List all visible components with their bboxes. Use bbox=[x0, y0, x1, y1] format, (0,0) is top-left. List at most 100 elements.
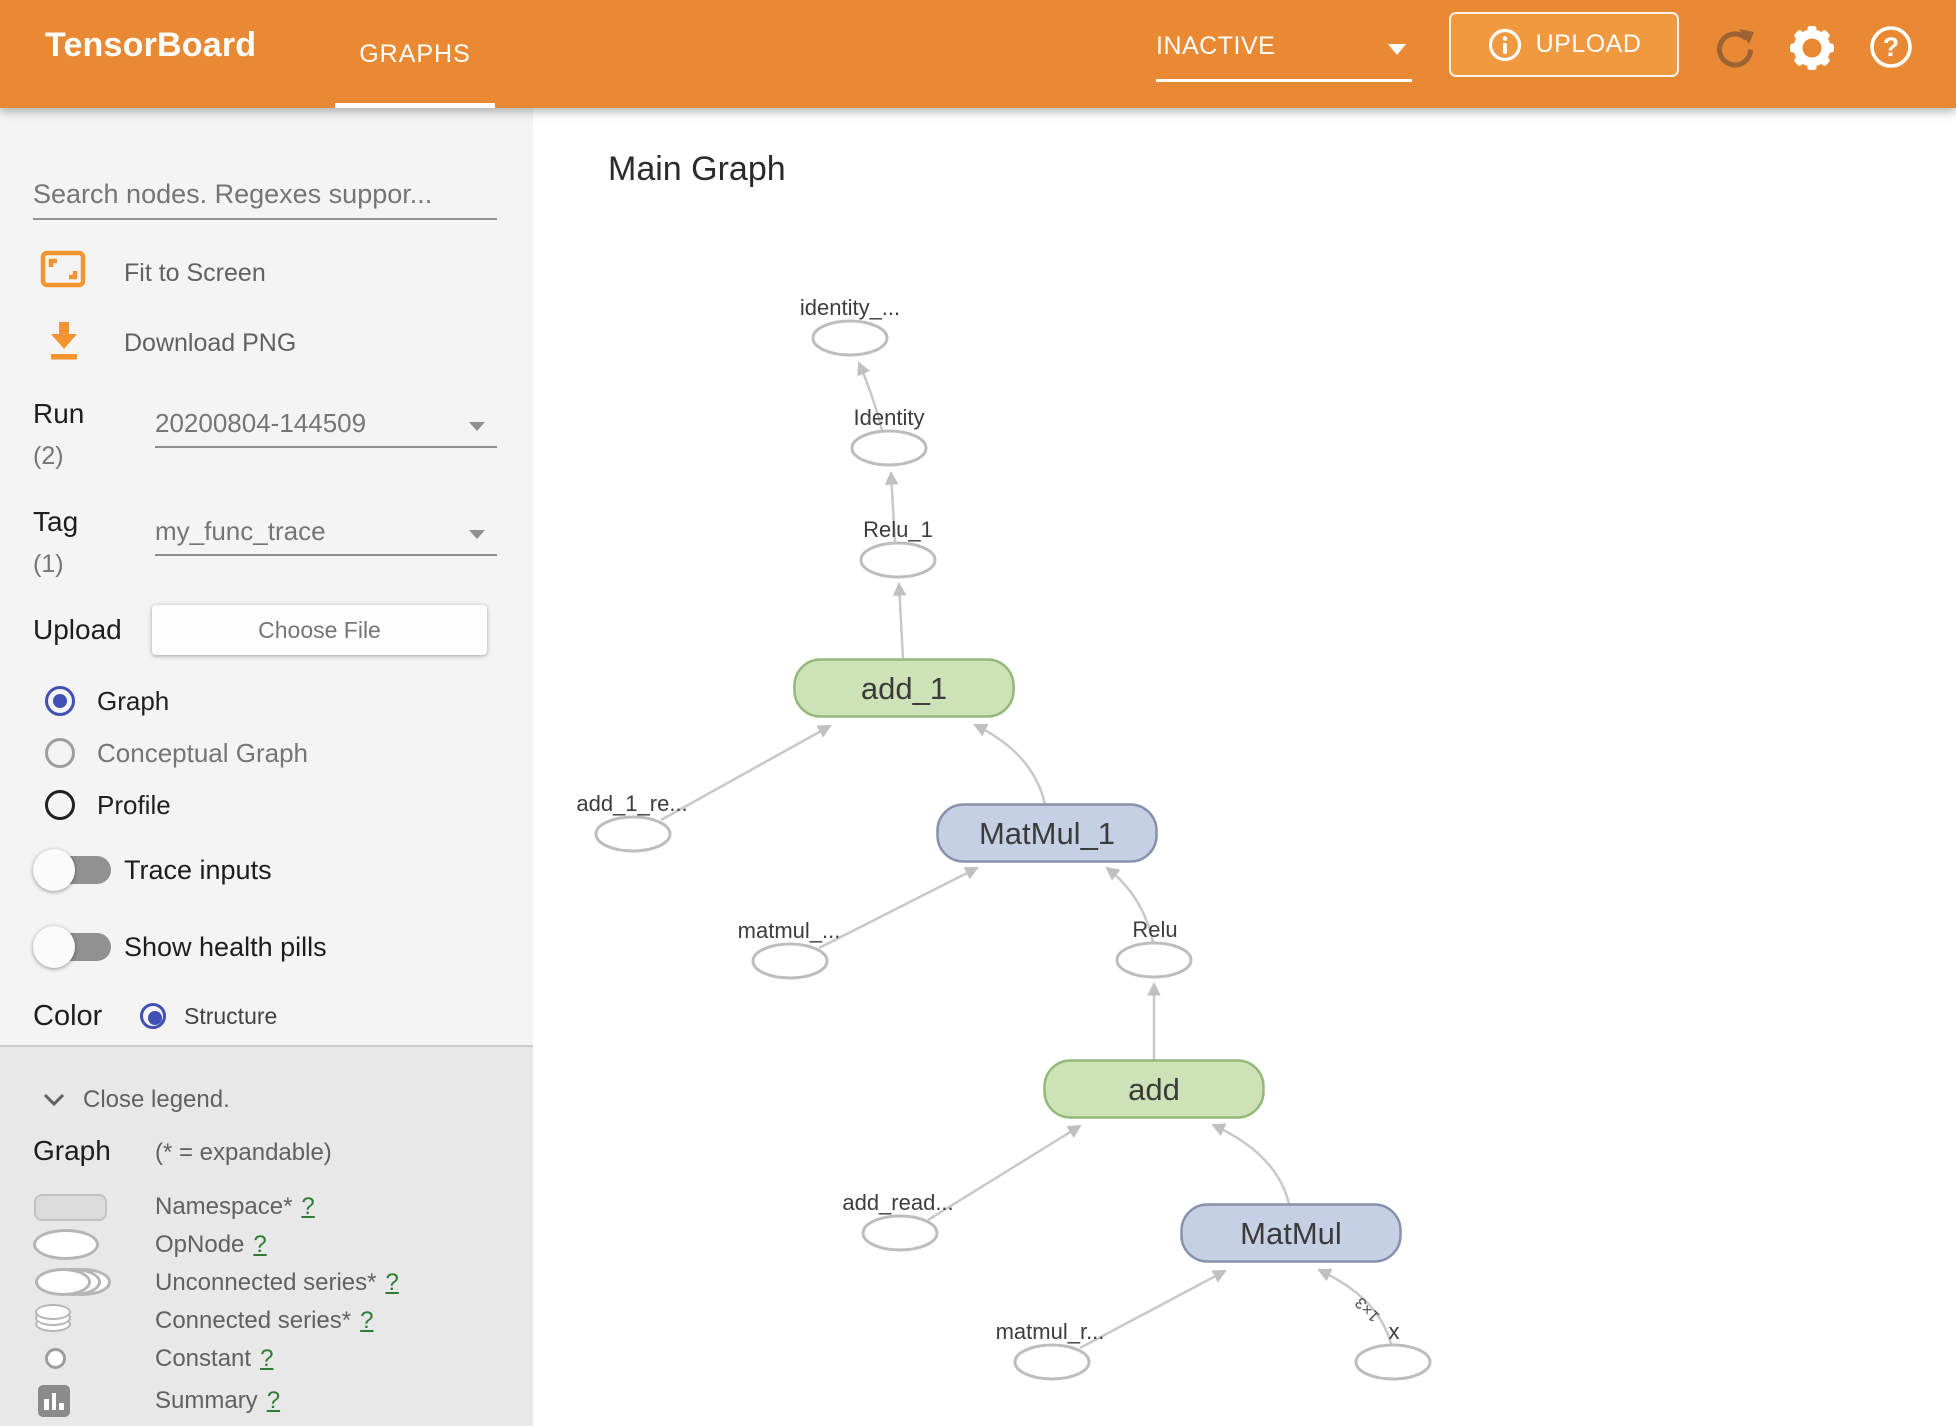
node-identity[interactable]: Identity bbox=[850, 405, 928, 467]
choose-file-button[interactable]: Choose File bbox=[152, 605, 487, 655]
opnode-rect bbox=[793, 658, 1015, 718]
radio-graph-label: Graph bbox=[97, 685, 170, 716]
fit-to-screen-label: Fit to Screen bbox=[124, 258, 266, 287]
unconnected-series-help-link[interactable]: ? bbox=[385, 1269, 399, 1296]
opnode-ellipse bbox=[1354, 1343, 1432, 1381]
fit-to-screen-button[interactable]: Fit to Screen bbox=[0, 250, 533, 296]
legend-item-label: Summary bbox=[155, 1387, 258, 1414]
upload-label: Upload bbox=[33, 614, 122, 645]
download-png-button[interactable]: Download PNG bbox=[0, 320, 533, 366]
chevron-down-icon bbox=[469, 530, 485, 539]
show-health-pills-label: Show health pills bbox=[124, 931, 327, 962]
run-dropdown-value: 20200804-144509 bbox=[155, 408, 367, 438]
edge-matmulr-to-matmul bbox=[1079, 1269, 1227, 1350]
node-add-1[interactable]: add_1 bbox=[793, 658, 1015, 718]
node-matmul-1[interactable]: MatMul_1 bbox=[936, 803, 1158, 863]
legend-item-label: Connected series* bbox=[155, 1307, 352, 1334]
connected-series-help-link[interactable]: ? bbox=[360, 1307, 374, 1334]
radio-conceptual-label: Conceptual Graph bbox=[97, 737, 309, 768]
radio-conceptual-graph[interactable]: Conceptual Graph bbox=[45, 737, 308, 769]
svg-text:identity_...: identity_... bbox=[800, 295, 900, 320]
radio-graph[interactable]: Graph bbox=[45, 685, 169, 717]
opnode-help-link[interactable]: ? bbox=[253, 1231, 267, 1258]
edge-shape-label: 1×3 bbox=[1352, 1294, 1383, 1325]
trace-inputs-toggle[interactable]: Trace inputs bbox=[33, 849, 513, 891]
svg-text:?: ? bbox=[1883, 32, 1900, 62]
download-png-label: Download PNG bbox=[124, 328, 297, 357]
app-header: TensorBoard GRAPHS INACTIVE UPLOAD bbox=[0, 0, 1956, 108]
radio-graph-control bbox=[45, 686, 75, 716]
node-matmul[interactable]: MatMul bbox=[1180, 1203, 1402, 1263]
color-label: Color bbox=[33, 1000, 103, 1032]
help-icon[interactable]: ? bbox=[1868, 24, 1914, 70]
legend-item-label: Unconnected series* bbox=[155, 1269, 377, 1296]
close-legend-button[interactable]: Close legend. bbox=[42, 1085, 230, 1115]
status-dropdown[interactable]: INACTIVE bbox=[1156, 24, 1412, 82]
svg-text:MatMul_1: MatMul_1 bbox=[979, 816, 1115, 851]
opnode-ellipse bbox=[861, 1214, 939, 1252]
svg-text:add: add bbox=[1128, 1072, 1180, 1107]
legend-panel: Close legend. Graph (* = expandable) Nam… bbox=[0, 1045, 533, 1426]
toggle-thumb bbox=[33, 926, 75, 968]
namespace-help-link[interactable]: ? bbox=[301, 1193, 315, 1220]
summary-help-link[interactable]: ? bbox=[266, 1387, 281, 1414]
run-dropdown[interactable]: 20200804-144509 bbox=[155, 404, 497, 448]
close-legend-label: Close legend. bbox=[83, 1086, 230, 1113]
edge-matmul-to-add bbox=[1211, 1123, 1291, 1205]
tab-graphs[interactable]: GRAPHS bbox=[335, 0, 495, 108]
constant-icon bbox=[45, 1348, 66, 1369]
gear-icon[interactable] bbox=[1788, 24, 1836, 72]
opnode-rect bbox=[1180, 1203, 1402, 1263]
tag-dropdown[interactable]: my_func_trace bbox=[155, 512, 497, 556]
svg-text:MatMul: MatMul bbox=[1240, 1216, 1342, 1251]
chevron-down-icon bbox=[469, 422, 485, 431]
svg-text:Relu: Relu bbox=[1132, 917, 1177, 942]
graph-edges: 1×3 bbox=[660, 361, 1393, 1350]
radio-structure-control bbox=[140, 1003, 166, 1029]
opnode-rect bbox=[1043, 1059, 1265, 1119]
opnode-ellipse bbox=[850, 429, 928, 467]
node-add[interactable]: add bbox=[1043, 1059, 1265, 1119]
node-x[interactable]: x bbox=[1354, 1319, 1432, 1381]
node-matmul-read[interactable]: matmul_r... bbox=[996, 1319, 1105, 1381]
svg-text:add_1: add_1 bbox=[861, 671, 947, 706]
node-identity-retval[interactable]: identity_... bbox=[800, 295, 900, 357]
radio-color-structure[interactable]: Structure bbox=[140, 1000, 277, 1032]
edge-relu-to-matmul1 bbox=[1105, 866, 1155, 943]
node-relu[interactable]: Relu bbox=[1115, 917, 1193, 979]
svg-text:matmul_...: matmul_... bbox=[738, 918, 841, 943]
show-health-pills-toggle[interactable]: Show health pills bbox=[33, 926, 513, 968]
node-add-1-read[interactable]: add_1_re... bbox=[576, 791, 688, 853]
app-title: TensorBoard bbox=[45, 26, 257, 64]
radio-profile-control bbox=[45, 790, 75, 820]
edge-add1-to-relu1 bbox=[892, 581, 907, 660]
legend-item-constant: Constant? bbox=[0, 1340, 533, 1378]
edge-matmulre-to-matmul1 bbox=[818, 866, 979, 950]
legend-expandable-note: (* = expandable) bbox=[155, 1139, 332, 1166]
upload-button-label: UPLOAD bbox=[1535, 30, 1642, 58]
node-add-read[interactable]: add_read... bbox=[842, 1190, 954, 1252]
toggle-thumb bbox=[33, 849, 75, 891]
run-label: Run bbox=[33, 398, 85, 429]
node-matmul-readvariableop[interactable]: matmul_... bbox=[738, 918, 841, 980]
node-relu-1[interactable]: Relu_1 bbox=[859, 517, 937, 579]
edge-addread-to-add bbox=[927, 1124, 1082, 1222]
radio-profile[interactable]: Profile bbox=[45, 789, 171, 821]
tag-label: Tag bbox=[33, 506, 79, 537]
connected-series-icon bbox=[35, 1304, 73, 1334]
svg-text:Identity: Identity bbox=[854, 405, 925, 430]
opnode-ellipse bbox=[594, 815, 672, 853]
opnode-ellipse bbox=[811, 319, 889, 357]
radio-structure-label: Structure bbox=[184, 1002, 278, 1029]
constant-help-link[interactable]: ? bbox=[260, 1345, 274, 1372]
refresh-icon[interactable] bbox=[1712, 26, 1758, 78]
upload-button[interactable]: UPLOAD bbox=[1449, 12, 1679, 77]
search-input[interactable] bbox=[33, 170, 497, 220]
opnode-ellipse bbox=[751, 942, 829, 980]
legend-item-label: Constant bbox=[155, 1345, 252, 1372]
status-dropdown-value: INACTIVE bbox=[1156, 32, 1276, 60]
graph-svg[interactable]: 1×3 identity_... Identity Relu_1 add_1_r… bbox=[533, 108, 1956, 1426]
edge-add1re-to-add1 bbox=[660, 724, 832, 822]
summary-icon bbox=[38, 1385, 70, 1417]
legend-item-connected-series: Connected series*? bbox=[0, 1302, 533, 1340]
